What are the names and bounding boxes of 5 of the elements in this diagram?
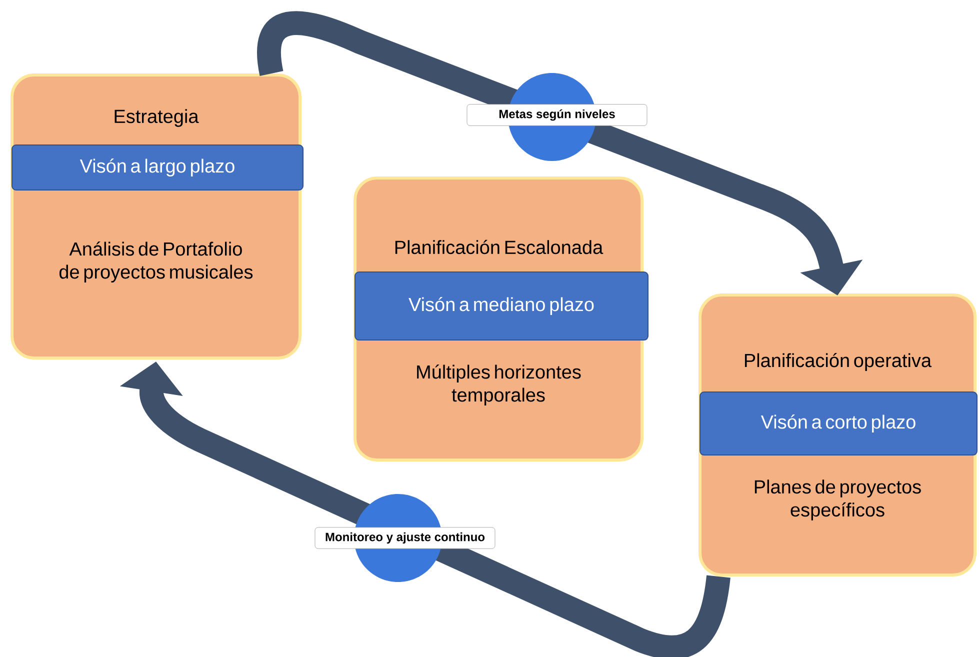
banner-bar: Visón a largo plazo [12,144,304,190]
banner-bar: Visón a corto plazo [700,392,978,456]
edge-label: Metas según niveles [499,109,615,121]
edge-label: Monitoreo y ajuste continuo [326,532,485,544]
banner-bar: Visón a mediano plazo [354,272,648,340]
